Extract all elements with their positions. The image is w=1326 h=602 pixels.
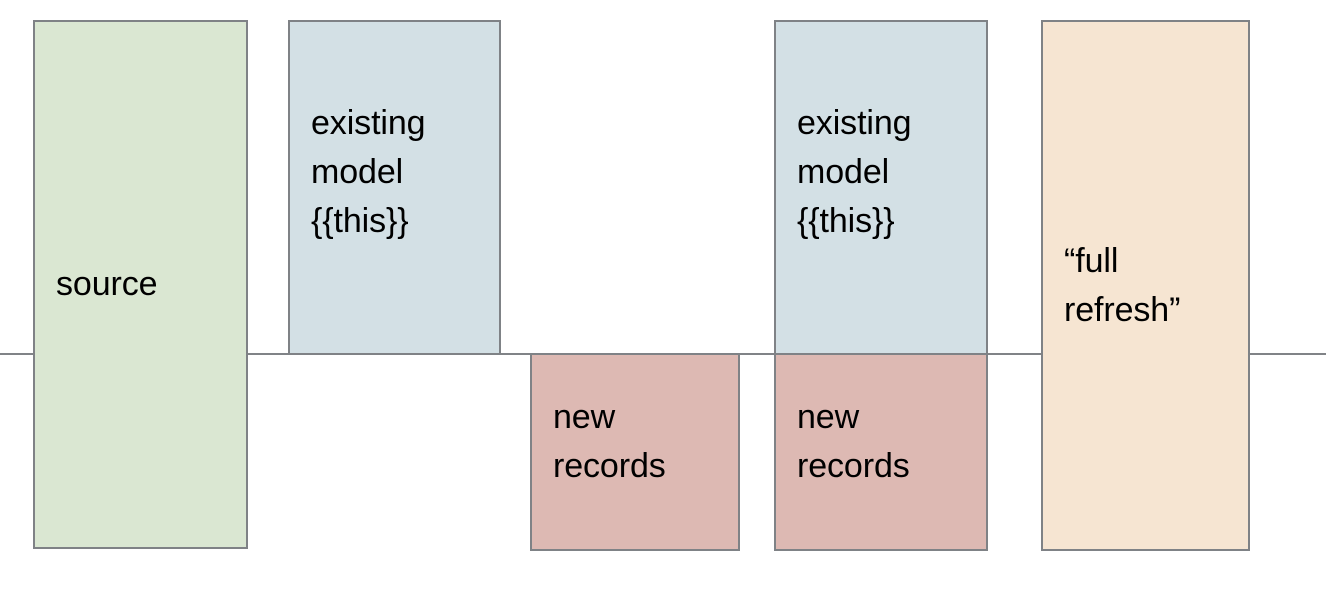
box-new-records-2-label: new records <box>797 398 910 485</box>
box-new-records-2[interactable]: new records <box>774 353 988 551</box>
box-source-label: source <box>56 265 158 304</box>
box-existing-model-1-label: existing model {{this}} <box>311 104 426 240</box>
box-existing-model-2[interactable]: existing model {{this}} <box>774 20 988 355</box>
box-existing-model-1[interactable]: existing model {{this}} <box>288 20 501 355</box>
box-full-refresh-label: “full refresh” <box>1064 241 1181 329</box>
box-source[interactable]: source <box>33 20 248 549</box>
box-new-records-1-label: new records <box>553 398 666 485</box>
box-full-refresh[interactable]: “full refresh” <box>1041 20 1250 551</box>
box-new-records-1[interactable]: new records <box>530 353 740 551</box>
box-existing-model-2-label: existing model {{this}} <box>797 104 912 240</box>
